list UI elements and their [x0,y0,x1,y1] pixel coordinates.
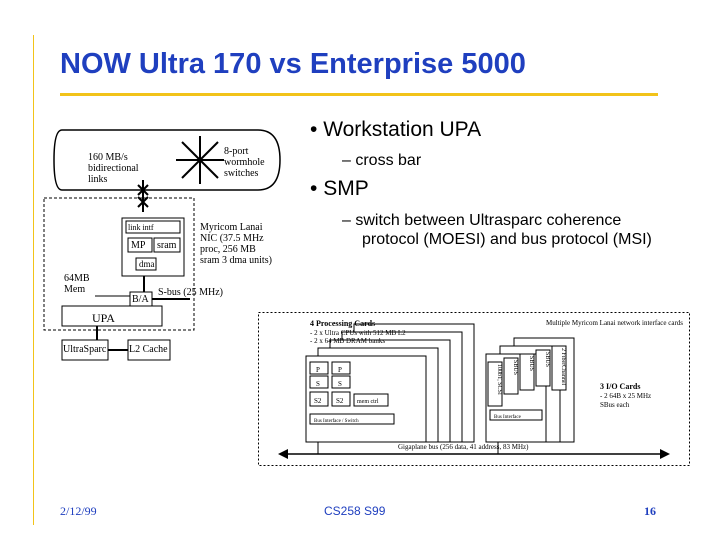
l2-cache-label: L2 Cache [129,344,168,355]
links-label: 160 MB/s bidirectional links [88,152,139,185]
sub-bullet-crossbar: – cross bar [342,152,422,169]
myricom-label: Myricom Lanai NIC (37.5 MHz proc, 256 MB… [200,222,272,266]
bullet-smp: • SMP [310,177,369,200]
io-bus-interface-box [489,409,543,421]
io-slots [487,345,567,407]
mem-ctrl-label: mem ctrl [357,399,379,405]
slot-label-100bt: 100bT, SCSI [496,364,502,395]
enterprise-diagram: 4 Processing Cards - 2 x Ultra CPUs with… [258,312,690,466]
myricom-cards-label: Multiple Myricom Lanai network interface… [546,319,683,327]
workstation-diagram [43,129,281,361]
bus-iface-switch-label: Bus Interface / Switch [314,419,359,424]
link-connector-icon [137,180,149,212]
upa-label: UPA [92,311,115,325]
cpu-p-box [309,361,329,375]
sbus-label: S-bus (25 MHz) [158,287,223,298]
mem-label: 64MB Mem [64,273,90,295]
sram-box [153,237,181,253]
slot-label-sbus: SBUS [544,352,550,367]
footer-course: CS258 S99 [324,504,386,518]
network-cloud [53,129,281,191]
bullet-text: SMP [323,177,369,200]
proc-line1: - 2 x Ultra CPUs with 512 MB L2 [310,329,406,337]
left-accent-line [33,35,34,525]
sub-bullet-text: switch between Ultrasparc coherence prot… [355,212,652,248]
bullet-text: Workstation UPA [323,118,482,141]
cpu-p-label: P [316,366,320,374]
l2-cache-box [127,339,171,361]
cpu-p-label: P [338,366,342,374]
ultrasparc-label: UltraSparc [63,344,107,355]
machine-box [43,197,195,331]
title-underline [60,93,658,96]
switch-icon [176,136,224,184]
bullet-workstation-upa: • Workstation UPA [310,118,482,141]
cpu-s-label: S [316,380,320,388]
proc-cards-label: 4 Processing Cards [310,319,375,328]
footer-date: 2/12/99 [60,504,97,518]
link-intf-label: link intf [128,223,154,232]
dma-label: dma [139,259,155,269]
cpu-s-label: S [338,380,342,388]
sub-bullet-switch: – switch between Ultrasparc coherence pr… [342,212,652,248]
mp-label: MP [131,240,146,251]
proc-line2: - 2 x 64 MB DRAM banks [310,337,385,345]
ba-label: B/A [132,294,149,305]
slot-label-sbus: SBUS [528,356,534,371]
sub-bullet-text: cross bar [355,152,422,169]
slot-label-fiberchannel: 2 FiberChannel [560,348,566,385]
gigaplane-left-arrow [278,449,288,459]
bus-interface-switch-box [309,413,395,425]
s2-label: S2 [336,397,344,405]
nic-card [121,217,185,277]
gigaplane-label: Gigaplane bus (256 data, 41 address, 83 … [398,443,529,451]
gigaplane-right-arrow [660,449,670,459]
dma-box [135,257,157,271]
s2-box [309,391,329,407]
mp-box [127,237,153,253]
bus-interface-label: Bus Interface [494,415,522,420]
s2-box [331,391,351,407]
cpu-s-box [309,375,329,389]
link-intf-box [125,220,181,234]
io-line2: SBus each [600,401,630,409]
cpu-p-box [331,361,351,375]
io-line1: - 2 64B x 25 MHz [600,392,651,400]
switch-label: 8-port wormhole switches [224,146,265,179]
io-cards-label: 3 I/O Cards [600,382,640,391]
footer-page-number: 16 [644,504,656,518]
slide-title: NOW Ultra 170 vs Enterprise 5000 [60,48,526,80]
cpu-s-box [331,375,351,389]
upa-box [61,305,163,327]
s2-label: S2 [314,397,322,405]
slot-label-sbus: SBUS [512,360,518,375]
sram-label: sram [157,240,177,251]
mem-ctrl-box [353,393,389,407]
